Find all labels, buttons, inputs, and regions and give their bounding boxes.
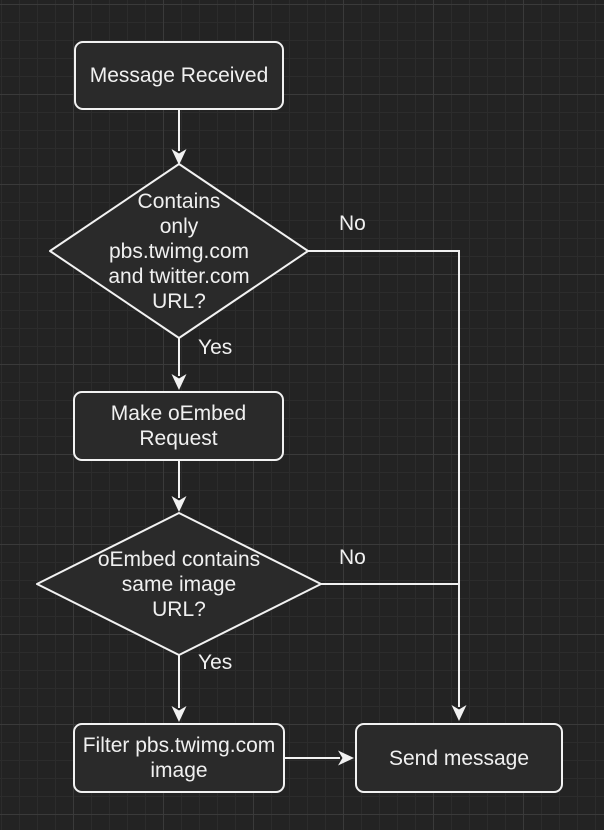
edge-label-oembed-yes: Yes (198, 651, 233, 674)
edge-oembed-yes[interactable] (171, 655, 187, 722)
edge-oembed-request-to-check[interactable] (171, 461, 187, 512)
node-make-oembed-request[interactable]: Make oEmbed Request (73, 391, 284, 461)
arrowhead-down-icon (451, 705, 467, 721)
arrowhead-down-icon (171, 706, 187, 722)
edge-line (308, 250, 460, 707)
edge-label-contains-yes: Yes (198, 336, 233, 359)
arrowhead-down-icon (171, 496, 187, 512)
node-contains-url-decision[interactable] (49, 163, 309, 339)
edge-contains-yes[interactable] (171, 338, 187, 390)
edge-contains-no[interactable] (308, 250, 467, 721)
edge-filter-to-send[interactable] (285, 750, 354, 766)
edge-label-oembed-no: No (339, 546, 366, 569)
node-send-message[interactable]: Send message (355, 723, 563, 793)
node-oembed-image-decision[interactable] (36, 512, 322, 656)
arrowhead-right-icon (338, 750, 354, 766)
edge-label-contains-no: No (339, 212, 366, 235)
arrowhead-down-icon (171, 149, 187, 165)
node-make-oembed-request-label: Make oEmbed Request (110, 402, 247, 450)
arrowhead-down-icon (171, 374, 187, 390)
node-filter-image-label: Filter pbs.twimg.com image (82, 734, 276, 782)
node-filter-image[interactable]: Filter pbs.twimg.com image (73, 723, 285, 793)
edge-message-to-contains[interactable] (171, 110, 187, 165)
node-message-received-label: Message Received (89, 64, 269, 87)
node-send-message-label: Send message (388, 746, 530, 770)
node-message-received[interactable]: Message Received (74, 41, 284, 110)
